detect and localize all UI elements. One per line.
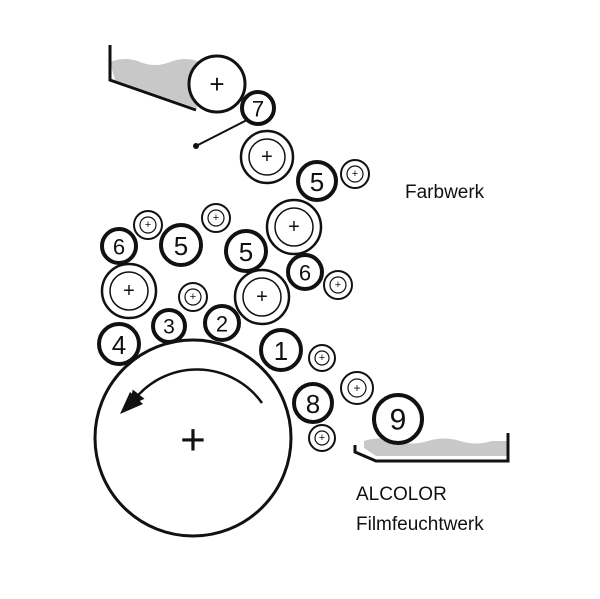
plus-icon: + bbox=[353, 381, 360, 395]
roller-5: 5 bbox=[296, 160, 338, 202]
small-roller: + bbox=[340, 371, 374, 405]
plus-icon: + bbox=[209, 69, 224, 99]
plus-icon: + bbox=[145, 219, 151, 231]
roller-number: 5 bbox=[174, 231, 188, 261]
plus-icon: + bbox=[319, 352, 325, 364]
ink-fountain-roller: + bbox=[187, 54, 247, 114]
roller-9: 9 bbox=[372, 393, 424, 445]
roller-number: 5 bbox=[310, 167, 324, 197]
plus-icon: + bbox=[352, 168, 358, 180]
inking-unit-label: Farbwerk bbox=[405, 182, 485, 203]
small-roller: + bbox=[178, 282, 208, 312]
roller-2: 2 bbox=[203, 304, 241, 342]
plus-icon: + bbox=[213, 212, 219, 224]
inking-roller-left: + bbox=[100, 262, 158, 320]
roller-5: 5 bbox=[159, 223, 203, 267]
roller-number: 7 bbox=[252, 97, 264, 122]
roller-6: 6 bbox=[100, 227, 138, 265]
small-roller: + bbox=[323, 270, 353, 300]
small-roller: + bbox=[340, 159, 370, 189]
plus-icon: + bbox=[123, 280, 135, 302]
roller-number: 9 bbox=[390, 404, 407, 437]
ductor-pivot bbox=[193, 143, 199, 149]
ink-fountain-fluid bbox=[110, 59, 200, 108]
roller-number: 2 bbox=[216, 312, 228, 337]
water-fountain bbox=[353, 433, 510, 463]
small-roller: + bbox=[133, 210, 163, 240]
roller-number: 5 bbox=[239, 237, 253, 267]
roller-7: 7 bbox=[240, 90, 276, 126]
small-roller: + bbox=[308, 424, 336, 452]
small-roller: + bbox=[308, 344, 336, 372]
roller-5: 5 bbox=[224, 229, 268, 273]
small-roller: + bbox=[201, 203, 231, 233]
plus-icon: + bbox=[335, 279, 341, 291]
roller-number: 3 bbox=[163, 316, 175, 339]
inking-roller-upper: + bbox=[239, 129, 295, 185]
roller-1: 1 bbox=[259, 328, 303, 372]
arrowhead-icon bbox=[120, 392, 143, 414]
ductor-lever bbox=[195, 119, 248, 147]
rotation-arrow bbox=[129, 368, 264, 406]
ink-fountain bbox=[108, 45, 200, 112]
inking-roller-right: + bbox=[265, 198, 323, 256]
roller-number: 1 bbox=[274, 336, 288, 366]
ink-fountain-tray bbox=[108, 45, 197, 112]
inking-roller-center: + bbox=[233, 268, 291, 326]
plus-icon: + bbox=[288, 216, 300, 238]
roller-4: 4 bbox=[97, 322, 141, 366]
plus-icon: + bbox=[319, 432, 325, 444]
roller-number: 6 bbox=[299, 261, 311, 286]
plus-icon: + bbox=[190, 291, 196, 303]
water-fountain-tray bbox=[353, 433, 510, 463]
roller-3: 3 bbox=[151, 308, 187, 344]
roller-number: 8 bbox=[306, 389, 320, 419]
dampening-label-line2: Filmfeuchtwerk bbox=[356, 514, 484, 535]
plus-icon: + bbox=[256, 286, 268, 308]
plus-icon: + bbox=[180, 416, 206, 465]
roller-number: 6 bbox=[113, 235, 125, 260]
roller-6: 6 bbox=[286, 253, 324, 291]
plus-icon: + bbox=[261, 146, 273, 168]
roller-8: 8 bbox=[292, 382, 334, 424]
dampening-label-line1: ALCOLOR bbox=[356, 484, 447, 505]
roller-number: 4 bbox=[112, 330, 126, 360]
